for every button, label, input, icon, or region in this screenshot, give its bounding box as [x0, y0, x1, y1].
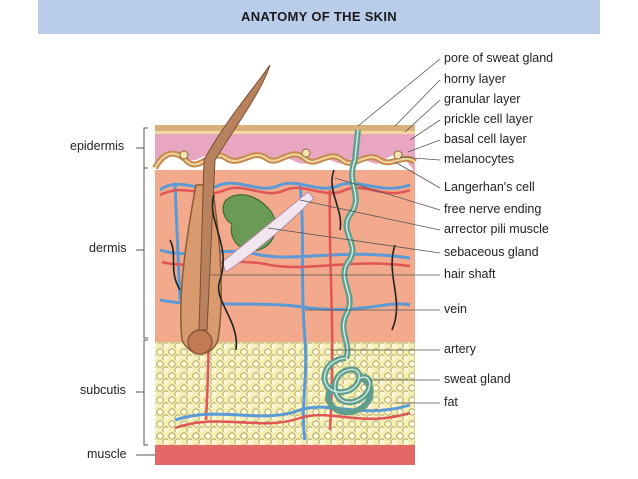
label-sweat-gland: sweat gland — [444, 372, 511, 386]
label-basal-cell-layer: basal cell layer — [444, 132, 527, 146]
horny-layer — [155, 125, 415, 131]
label-langerhans-cell: Langerhan's cell — [444, 180, 535, 194]
label-artery: artery — [444, 342, 476, 356]
page-title: ANATOMY OF THE SKIN — [241, 9, 397, 24]
vein — [174, 403, 411, 422]
artery — [159, 186, 411, 431]
label-sebaceous-gland: sebaceous gland — [444, 245, 539, 259]
artery — [174, 411, 411, 430]
label-hair-shaft: hair shaft — [444, 267, 496, 281]
melanocyte — [301, 148, 311, 158]
label-muscle: muscle — [87, 447, 127, 461]
label-fat: fat — [444, 395, 458, 409]
layer-brackets — [136, 127, 155, 456]
label-vein: vein — [444, 302, 467, 316]
label-dermis: dermis — [89, 241, 127, 255]
label-melanocytes: melanocytes — [444, 152, 515, 166]
free-nerve-ending — [169, 169, 398, 351]
leader-lines — [210, 58, 441, 404]
label-arrector-pili-muscle: arrector pili muscle — [444, 222, 549, 236]
label-horny-layer: horny layer — [444, 72, 506, 86]
label-pore-of-sweat-gland: pore of sweat gland — [444, 51, 554, 65]
label-epidermis: epidermis — [70, 139, 125, 153]
label-free-nerve-ending: free nerve ending — [444, 202, 542, 216]
label-prickle-cell-layer: prickle cell layer — [444, 112, 533, 126]
arrector-pili-muscle — [221, 191, 315, 273]
vein — [159, 181, 411, 441]
melanocyte — [393, 150, 403, 160]
label-subcutis: subcutis — [80, 383, 126, 397]
title-band: ANATOMY OF THE SKIN — [38, 0, 600, 34]
melanocyte — [179, 150, 189, 160]
hair-bulb — [187, 329, 213, 355]
label-granular-layer: granular layer — [444, 92, 521, 106]
muscle-layer — [155, 445, 415, 465]
